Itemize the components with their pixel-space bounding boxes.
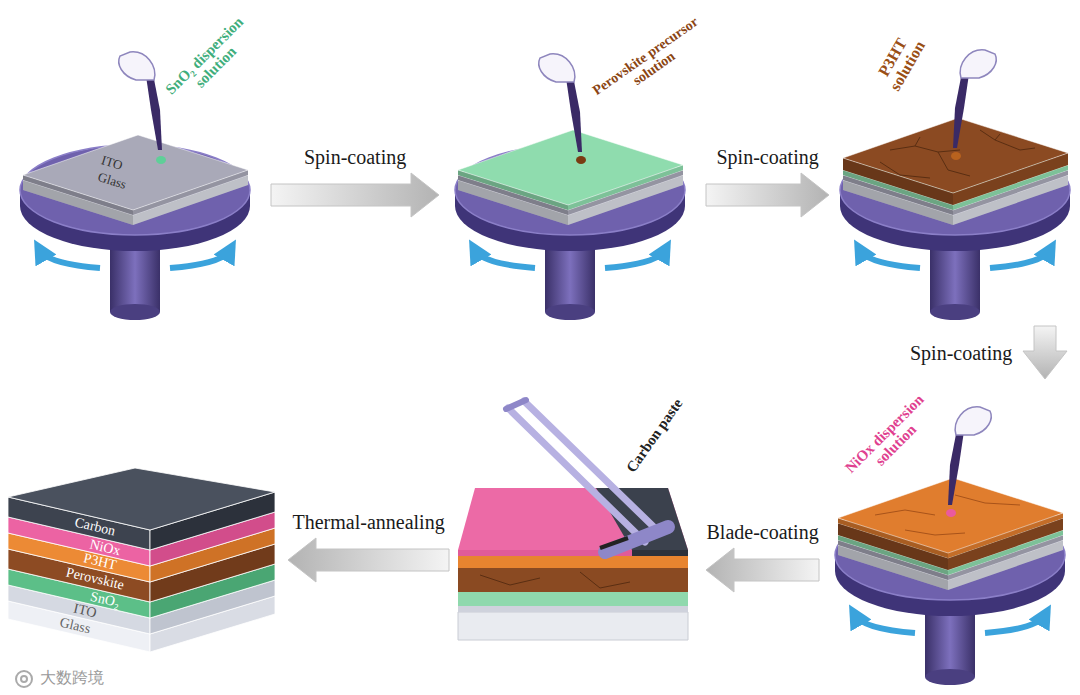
sno2-layer xyxy=(458,130,683,210)
perovskite-layer xyxy=(458,568,688,592)
sno2-layer xyxy=(458,592,688,606)
pipette xyxy=(953,50,996,148)
tool-label: Carbon paste xyxy=(617,386,693,485)
drop xyxy=(951,152,961,160)
ito-layer xyxy=(23,135,248,215)
blade-handle xyxy=(506,400,526,409)
spin-coater-stage xyxy=(455,54,685,320)
drop xyxy=(946,509,956,517)
pipette xyxy=(119,52,162,150)
p3ht-layer xyxy=(458,556,688,568)
ito-layer xyxy=(458,606,688,612)
stage-panel: CarbonNiOxP3HTPerovskiteSnO₂ITOGlass xyxy=(0,455,282,660)
process-arrow xyxy=(706,173,829,217)
step-label: Spin-coating xyxy=(301,145,409,169)
pipette xyxy=(539,54,582,152)
drop xyxy=(576,156,586,164)
niox-top xyxy=(458,488,688,550)
step-label: Thermal-annealing xyxy=(290,510,448,534)
drop xyxy=(156,156,166,164)
pipette xyxy=(948,407,991,505)
process-arrow xyxy=(271,173,439,217)
solution-label: Perovskite precursor solution xyxy=(580,7,720,117)
spin-coater-stage xyxy=(840,50,1070,320)
blade-roller xyxy=(605,527,668,552)
crack-lines xyxy=(480,572,630,588)
step-label: Spin-coating xyxy=(714,145,822,169)
stage-panel: P3HT solution xyxy=(835,0,1075,320)
niox-layer xyxy=(458,550,688,556)
stage-panel: Perovskite precursor solution xyxy=(445,0,700,330)
process-arrow xyxy=(1023,326,1067,379)
carbon-paste xyxy=(632,550,688,556)
step-label: Spin-coating xyxy=(907,341,1015,365)
process-arrow xyxy=(288,538,449,582)
carbon-top xyxy=(8,468,275,530)
watermark-logo xyxy=(16,671,32,687)
process-arrow xyxy=(706,548,819,592)
step-label: Blade-coating xyxy=(704,520,822,544)
stage-panel: Carbon paste xyxy=(455,395,700,660)
blade-edge xyxy=(600,538,628,548)
device-stack xyxy=(8,468,275,652)
solution-label: NiOx dispersion solution xyxy=(835,384,946,495)
stage-panel: SnO₂ dispersion solutionITOGlass xyxy=(10,0,265,330)
spin-coater-stage xyxy=(20,52,250,320)
layer-label: Glass xyxy=(86,167,138,195)
watermark: 大数跨境 xyxy=(40,668,104,689)
glass-layer xyxy=(458,612,688,640)
stage-panel: NiOx dispersion solution xyxy=(825,385,1075,690)
solution-label: P3HT solution xyxy=(864,17,936,107)
crack-lines xyxy=(875,495,1020,535)
solution-label: SnO₂ dispersion solution xyxy=(155,6,266,117)
